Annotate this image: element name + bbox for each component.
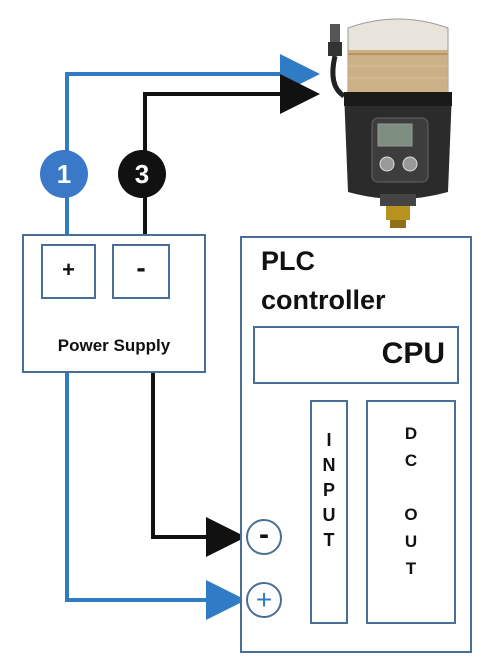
plc-title-line2: controller <box>261 285 386 315</box>
negative-wire-to-plc <box>151 372 246 557</box>
negative-wire-to-device <box>143 74 320 244</box>
output-letter: D <box>404 424 418 443</box>
plc-minus-terminal-label: - <box>259 518 269 551</box>
input-module <box>310 400 348 624</box>
input-letter: U <box>322 505 336 525</box>
dc-output-module-label: D C O U T <box>366 420 456 582</box>
positive-wire-to-device <box>65 54 320 244</box>
cpu-label: CPU <box>381 337 445 370</box>
power-supply-minus-terminal <box>112 244 170 299</box>
cpu-box <box>253 326 459 384</box>
input-letter: N <box>322 455 336 475</box>
input-letter: I <box>326 430 332 450</box>
plc-plus-terminal-label: + <box>255 584 273 615</box>
input-letter: T <box>323 530 335 550</box>
output-letter: C <box>404 451 418 470</box>
output-letter: T <box>405 559 417 578</box>
plc-title-line1: PLC <box>261 246 315 276</box>
output-letter: O <box>404 505 418 524</box>
input-module-label: I N P U T <box>310 428 348 553</box>
input-letter: P <box>322 480 335 500</box>
power-supply-plus-terminal <box>41 244 96 299</box>
badge-negative-number: 3 <box>118 150 166 198</box>
power-supply-minus-label: - <box>136 252 146 283</box>
dc-output-module <box>366 400 456 624</box>
power-supply-plus-label: + <box>62 257 75 282</box>
plc-plus-terminal: + <box>246 582 282 618</box>
positive-wire-to-plc <box>65 372 246 620</box>
plc-minus-terminal: - <box>246 519 282 555</box>
output-letter: U <box>404 532 418 551</box>
badge-positive-number: 1 <box>40 150 88 198</box>
lubricator-device-image <box>328 18 452 228</box>
power-supply-label: Power Supply <box>57 336 171 355</box>
